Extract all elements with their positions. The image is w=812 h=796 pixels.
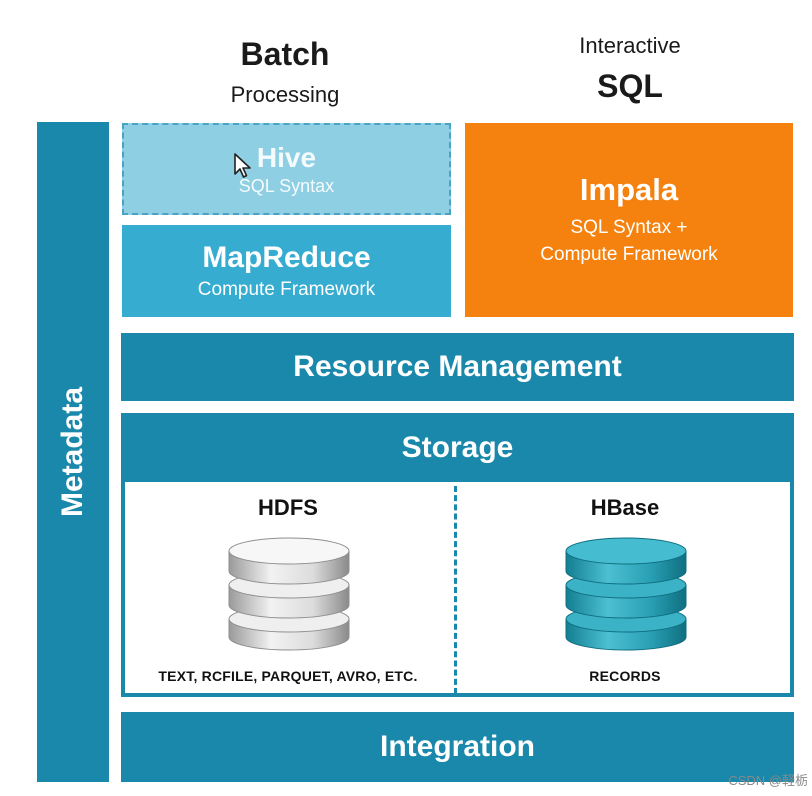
- hbase-database-icon: [565, 537, 687, 651]
- metadata-label: Metadata: [56, 386, 89, 518]
- storage-label: Storage: [401, 430, 514, 464]
- resource-management-label: Resource Management: [293, 350, 622, 383]
- hdfs-database-icon: [228, 537, 350, 651]
- hive-block: Hive SQL Syntax: [122, 123, 451, 215]
- impala-title: Impala: [579, 172, 679, 207]
- hive-subtitle: SQL Syntax: [238, 175, 335, 196]
- interactive-header-title: SQL: [597, 68, 663, 104]
- impala-subtitle: SQL Syntax + Compute Framework: [540, 214, 717, 268]
- hbase-formats: RECORDS: [589, 668, 661, 684]
- impala-subtitle-line2: Compute Framework: [540, 244, 718, 265]
- mapreduce-block: MapReduce Compute Framework: [122, 225, 451, 317]
- resource-management-bar: Resource Management: [121, 333, 794, 401]
- hive-title: Hive: [256, 141, 317, 173]
- mapreduce-title: MapReduce: [202, 241, 371, 274]
- impala-block: Impala SQL Syntax + Compute Framework: [465, 123, 793, 317]
- batch-header-title: Batch: [240, 36, 330, 72]
- storage-divider: [454, 486, 457, 694]
- hdfs-title: HDFS: [258, 495, 318, 520]
- batch-header-subtitle: Processing: [230, 82, 340, 107]
- hbase-title: HBase: [590, 495, 660, 520]
- interactive-header-subtitle: Interactive: [579, 33, 681, 58]
- watermark: CSDN @軽栃: [728, 773, 808, 788]
- mapreduce-subtitle: Compute Framework: [197, 279, 376, 300]
- integration-label: Integration: [380, 730, 535, 763]
- integration-bar: Integration: [121, 712, 794, 782]
- impala-subtitle-line1: SQL Syntax +: [570, 217, 688, 238]
- hdfs-formats: TEXT, RCFILE, PARQUET, AVRO, ETC.: [158, 668, 418, 684]
- storage-bar: Storage: [121, 413, 794, 482]
- metadata-bar: Metadata: [37, 122, 109, 782]
- mouse-pointer-icon: [234, 153, 251, 178]
